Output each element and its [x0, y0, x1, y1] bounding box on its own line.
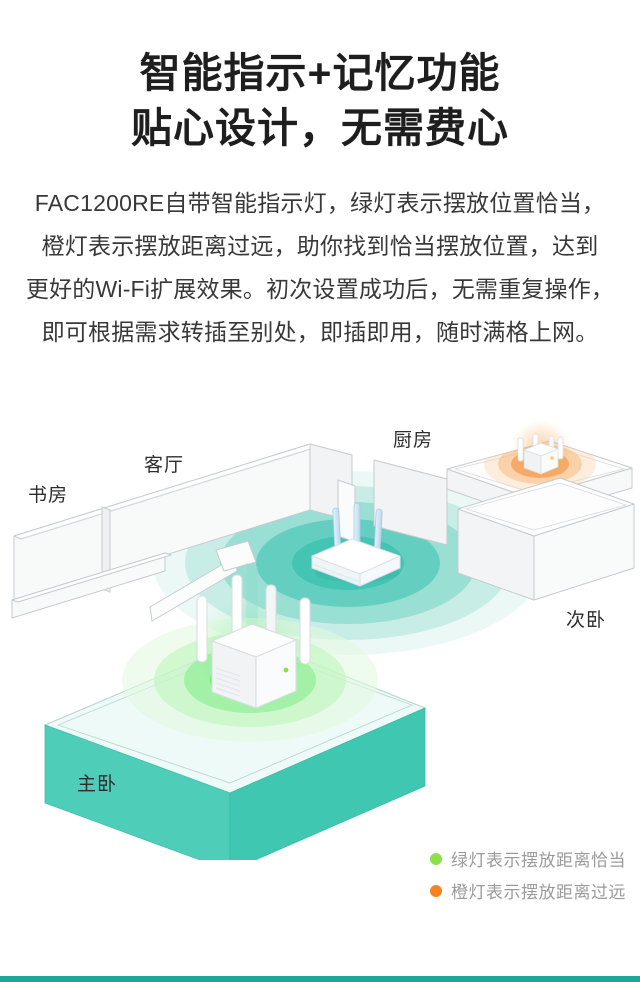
- orange-led-dot-icon: [430, 884, 442, 897]
- extender-good-device: [196, 574, 311, 709]
- green-led-dot-icon: [430, 852, 442, 865]
- description-line: 更好的Wi-Fi扩展效果。初次设置成功后，无需重复操作，: [25, 276, 615, 302]
- status-legend: 绿灯表示摆放距离恰当 橙灯表示摆放距离过远: [430, 846, 626, 903]
- kitchen-walls: [309, 443, 448, 546]
- room-label-kitchen: 厨房: [393, 430, 434, 451]
- bottom-accent-bar: [0, 976, 640, 982]
- room-study-and-living-walls: [11, 443, 318, 619]
- description-line: FAC1200RE自带智能指示灯，绿灯表示摆放位置恰当，: [34, 190, 606, 216]
- room-label-second-bedroom: 次卧: [566, 610, 607, 631]
- title-line-2: 贴心设计，无需费心: [131, 105, 509, 151]
- room-second-bedroom: [457, 477, 635, 601]
- description-paragraph: FAC1200RE自带智能指示灯，绿灯表示摆放位置恰当， 橙灯表示摆放距离过远，…: [0, 182, 640, 354]
- page-title: 智能指示+记忆功能 贴心设计，无需费心: [0, 46, 640, 156]
- room-label-study: 书房: [28, 485, 69, 506]
- router-device: [311, 502, 401, 587]
- legend-item-orange: 橙灯表示摆放距离过远: [430, 878, 626, 903]
- room-label-living-room: 客厅: [144, 455, 185, 476]
- description-line: 即可根据需求转插至别处，即插即用，随时满格上网。: [41, 319, 599, 345]
- description-line: 橙灯表示摆放距离过远，助你找到恰当摆放位置，达到: [41, 233, 599, 259]
- living-room-front-wall: [149, 556, 238, 622]
- legend-item-green: 绿灯表示摆放距离恰当: [430, 846, 626, 871]
- legend-text-orange: 橙灯表示摆放距离过远: [451, 883, 626, 902]
- title-line-1: 智能指示+记忆功能: [139, 50, 501, 96]
- legend-text-green: 绿灯表示摆放距离恰当: [451, 851, 626, 870]
- extender-far-device: [517, 433, 564, 475]
- room-label-master-bedroom: 主卧: [77, 774, 118, 795]
- home-wifi-isometric-illustration: [11, 420, 635, 860]
